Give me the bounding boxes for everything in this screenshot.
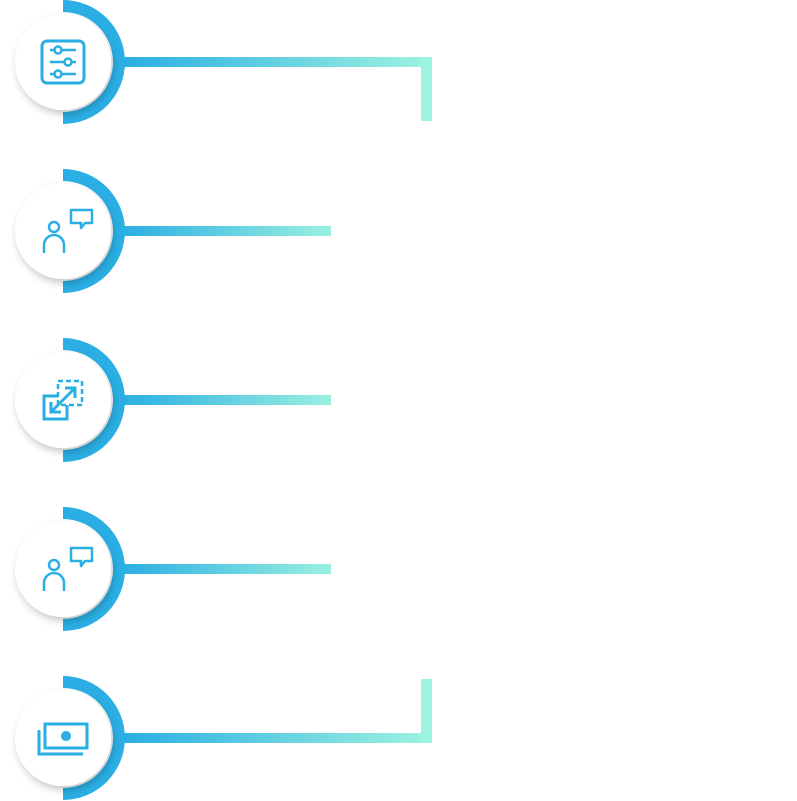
step-2 [15, 169, 331, 293]
connector-line [120, 564, 331, 574]
half-ring [63, 0, 125, 124]
half-ring [63, 676, 125, 800]
connector-line [120, 226, 331, 236]
step-1 [15, 0, 432, 124]
step-4 [15, 507, 331, 631]
person-chat-icon [42, 208, 94, 253]
connector-line [120, 57, 432, 121]
connector-line [120, 679, 432, 743]
sliders-icon [40, 39, 86, 85]
expand-icon [42, 379, 84, 421]
connector-line [120, 395, 331, 405]
icon-circle [15, 183, 111, 279]
step-5 [15, 676, 432, 800]
half-ring [63, 169, 125, 293]
step-3 [15, 338, 331, 462]
person-chat-icon [42, 546, 94, 591]
money-icon [37, 722, 89, 756]
half-ring [63, 507, 125, 631]
icon-circle [15, 521, 111, 617]
half-ring [63, 338, 125, 462]
